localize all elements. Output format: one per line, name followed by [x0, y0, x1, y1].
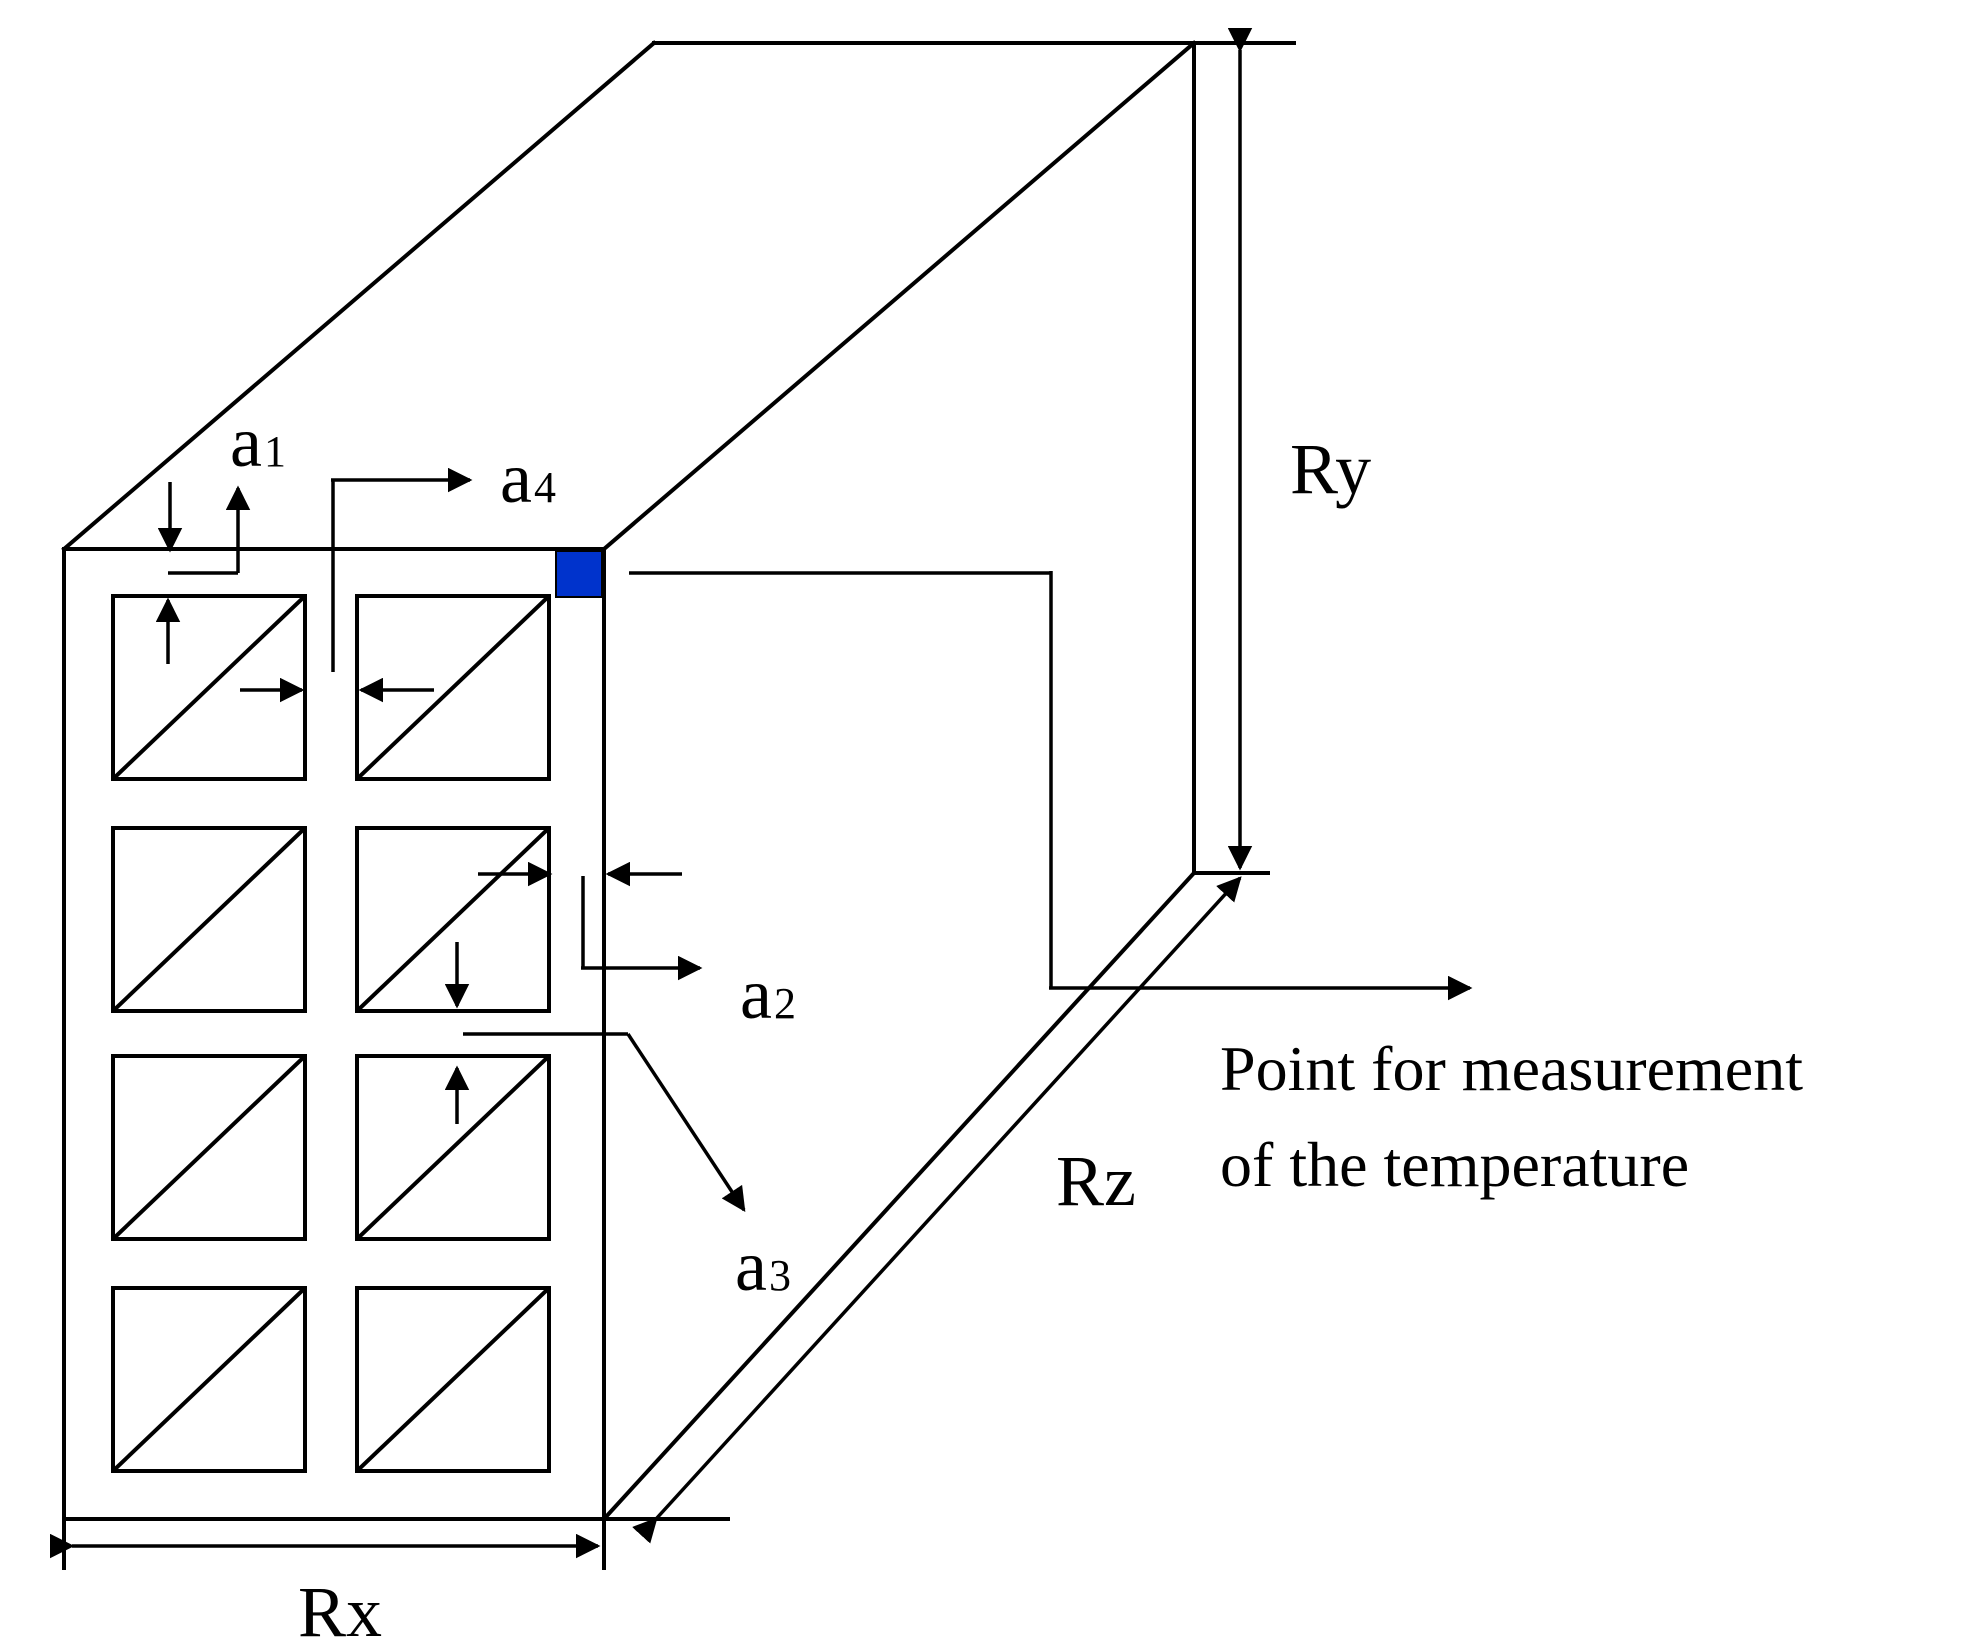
rz-dimension [602, 876, 1242, 1544]
cell-diagonal-r3-c2 [355, 1054, 551, 1241]
cell-r1-c1 [111, 594, 307, 781]
rx-dimension [49, 1517, 606, 1570]
top-edge-left [61, 40, 657, 552]
ry-dimension [1192, 27, 1296, 875]
a2-indicator [478, 861, 703, 981]
measurement-leader [629, 571, 1473, 1001]
cell-r3-c1 [111, 1054, 307, 1241]
cell-r1-c2 [355, 594, 551, 781]
a1-label: a1 [230, 402, 286, 482]
a3-label: a3 [735, 1226, 791, 1306]
a4-label: a4 [500, 438, 556, 518]
a4-indicator [240, 467, 473, 703]
a2-label: a2 [740, 954, 796, 1034]
rx-label: Rx [298, 1572, 382, 1648]
measurement-note-line2: of the temperature [1220, 1129, 1689, 1200]
top-edge-right [601, 40, 1197, 552]
cell-r2-c1 [111, 826, 307, 1013]
cell-grid [111, 594, 551, 1473]
cell-r3-c2 [355, 1054, 551, 1241]
a1-indicator [155, 482, 251, 664]
cell-r4-c2 [355, 1286, 551, 1473]
measurement-note-line1: Point for measurement [1220, 1033, 1803, 1104]
cell-diagonal-r2-c2 [355, 826, 551, 1013]
cell-diagonal-r4-c1 [111, 1286, 307, 1473]
a3-indicator [444, 942, 746, 1213]
cell-r4-c1 [111, 1286, 307, 1473]
measurement-point [555, 550, 603, 598]
rz-label: Rz [1056, 1141, 1136, 1221]
cell-diagonal-r1-c2 [355, 594, 551, 781]
cell-diagonal-r2-c1 [111, 826, 307, 1013]
cell-diagonal-r4-c2 [355, 1286, 551, 1473]
cell-r2-c2 [355, 826, 551, 1013]
cell-diagonal-r1-c1 [111, 594, 307, 781]
ry-label: Ry [1290, 429, 1371, 509]
cell-diagonal-r3-c1 [111, 1054, 307, 1241]
